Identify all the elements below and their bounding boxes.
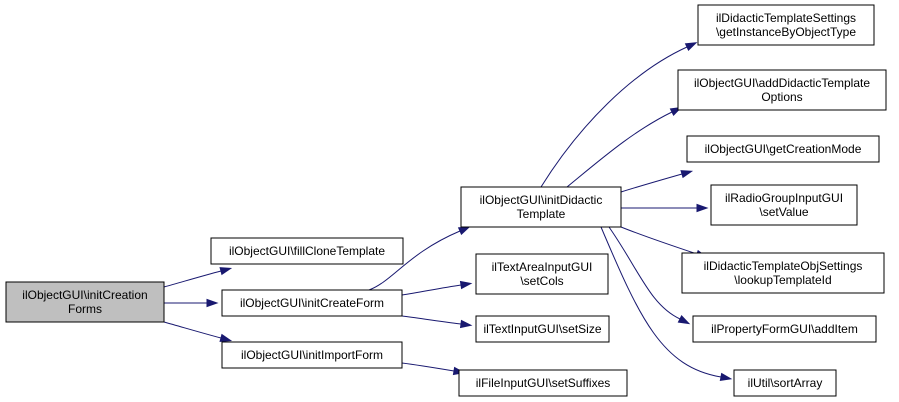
nodes-layer: ilObjectGUI\initCreationFormsilObjectGUI… [5,4,887,397]
node-textInputSetSize[interactable]: ilTextInputGUI\setSize [475,315,610,343]
edge-initDidactic-to-propertyAddItem [608,226,691,325]
node-label: \lookupTemplateId [734,273,831,287]
node-lookupTemplateId[interactable]: ilDidacticTemplateObjSettings\lookupTemp… [681,252,885,294]
arrowhead-icon [684,42,698,52]
edges-layer [163,42,733,382]
node-box [458,369,628,397]
node-label: ilTextAreaInputGUI [492,260,593,274]
arrowhead-icon [206,298,219,308]
node-radioSetValue[interactable]: ilRadioGroupInputGUI\setValue [710,184,858,226]
node-label: \setCols [520,274,563,288]
edge-initCreateForm-to-textInputSetSize [401,315,473,329]
arrowhead-icon [459,319,473,329]
node-box [5,281,165,323]
edge-line [620,226,698,255]
arrowhead-icon [459,280,473,290]
node-box [697,4,875,46]
arrowhead-icon [677,315,691,325]
edge-root-to-initImportForm [163,321,233,342]
node-box [221,289,403,317]
edge-initDidactic-to-didacticSettings [540,42,698,188]
node-label: \setValue [759,205,808,219]
edge-initImportForm-to-fileInputSetSuffixes [401,362,466,376]
node-label: ilObjectGUI\initImportForm [241,348,383,362]
edge-line [368,230,461,291]
node-didacticSettings[interactable]: ilDidacticTemplateSettings\getInstanceBy… [697,4,875,46]
node-label: ilFileInputGUI\setSuffixes [476,376,611,390]
edge-initDidactic-to-addDidacticOptions [566,106,683,188]
node-label: ilObjectGUI\initCreateForm [240,296,384,310]
node-label: ilPropertyFormGUI\addItem [711,322,858,336]
node-label: Forms [68,302,102,316]
edge-line [566,111,673,188]
node-box [210,237,404,265]
edge-line [620,173,683,193]
edge-initDidactic-to-sortArray [600,226,733,382]
node-box [710,184,858,226]
node-initCreateForm[interactable]: ilObjectGUI\initCreateForm [221,289,403,317]
node-box [677,69,887,111]
node-box [686,135,880,163]
arrowhead-icon [719,372,733,382]
node-label: Options [761,90,802,104]
edge-root-to-initCreateForm [164,298,219,308]
node-label: ilUtil\sortArray [748,376,823,390]
edge-line [608,226,681,320]
node-initImportForm[interactable]: ilObjectGUI\initImportForm [221,341,403,369]
node-label: ilRadioGroupInputGUI [725,191,843,205]
node-label: ilObjectGUI\fillCloneTemplate [229,244,385,258]
edge-initCreateForm-to-textAreaSetCols [401,280,473,296]
arrowhead-icon [219,267,233,276]
node-label: \getInstanceByObjectType [716,25,856,39]
node-label: ilObjectGUI\initCreation [22,288,147,302]
node-box [460,186,622,228]
edge-line [401,315,462,325]
edge-line [163,270,222,288]
node-label: ilObjectGUI\getCreationMode [705,142,862,156]
edge-initDidactic-to-getCreationMode [620,170,694,193]
node-box [221,341,403,369]
node-fileInputSetSuffixes[interactable]: ilFileInputGUI\setSuffixes [458,369,628,397]
edge-line [163,321,222,339]
edge-line [540,46,688,188]
node-getCreationMode[interactable]: ilObjectGUI\getCreationMode [686,135,880,163]
node-fillClone[interactable]: ilObjectGUI\fillCloneTemplate [210,237,404,265]
node-box [692,315,877,343]
node-box [733,369,837,397]
node-propertyAddItem[interactable]: ilPropertyFormGUI\addItem [692,315,877,343]
node-textAreaSetCols[interactable]: ilTextAreaInputGUI\setCols [475,253,609,295]
node-label: ilDidacticTemplateSettings [716,11,856,25]
edge-line [401,284,462,296]
node-box [475,253,609,295]
node-box [681,252,885,294]
edge-root-to-fillClone [163,267,233,288]
node-label: ilObjectGUI\initDidactic [480,193,603,207]
arrowhead-icon [696,203,709,213]
edge-line [401,362,455,372]
edge-line [600,226,722,378]
node-label: ilTextInputGUI\setSize [483,322,601,336]
node-label: ilDidacticTemplateObjSettings [704,259,863,273]
node-sortArray[interactable]: ilUtil\sortArray [733,369,837,397]
node-label: Template [517,207,566,221]
node-label: ilObjectGUI\addDidacticTemplate [694,76,870,90]
node-box [475,315,610,343]
edge-initDidactic-to-radioSetValue [620,203,709,213]
arrowhead-icon [219,333,233,342]
arrowhead-icon [457,226,471,236]
arrowhead-icon [680,170,694,179]
